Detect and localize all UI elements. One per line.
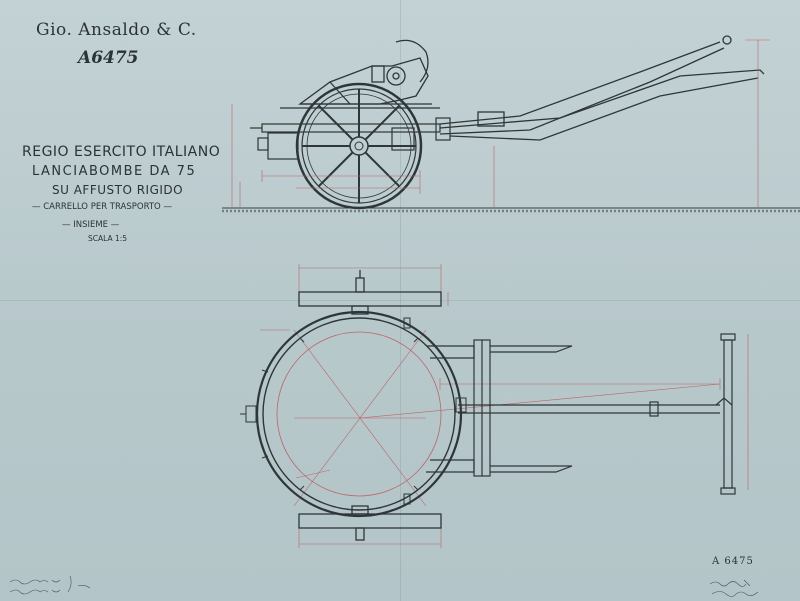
fold-crease-horizontal — [0, 300, 800, 301]
drawing-code-bottom: A 6475 — [712, 556, 754, 567]
title-line-army: REGIO ESERCITO ITALIANO — [22, 144, 221, 160]
traverse-ring — [240, 310, 467, 518]
mortar-mechanism — [298, 39, 429, 105]
wheel-plan-bottom — [298, 505, 442, 541]
trail-arm — [439, 35, 765, 141]
fold-crease-vertical — [400, 0, 401, 601]
wheel-side — [295, 82, 423, 210]
title-line-mount: SU AFFUSTO RIGIDO — [52, 183, 184, 197]
handwritten-notes — [9, 575, 759, 597]
wheel-plan-top — [298, 270, 442, 315]
plan-dimensions — [260, 264, 749, 548]
title-line-carriage: — CARRELLO PER TRASPORTO — — [32, 202, 172, 212]
ground-line — [222, 207, 800, 213]
ring-bolts — [261, 337, 419, 491]
title-line-weapon: LANCIABOMBE DA 75 — [32, 164, 197, 179]
plan-view — [240, 264, 749, 548]
title-line-scale: SCALA 1:5 — [88, 234, 128, 243]
side-dimensions — [231, 39, 770, 208]
tow-bar — [458, 397, 733, 417]
t-handle — [720, 333, 736, 495]
axle-assembly — [426, 339, 573, 477]
drawing-code-top: A6475 — [78, 48, 139, 68]
title-line-assembly: — INSIEME — — [62, 220, 120, 230]
company-name: Gio. Ansaldo & C. — [36, 20, 197, 40]
side-view — [222, 35, 800, 213]
